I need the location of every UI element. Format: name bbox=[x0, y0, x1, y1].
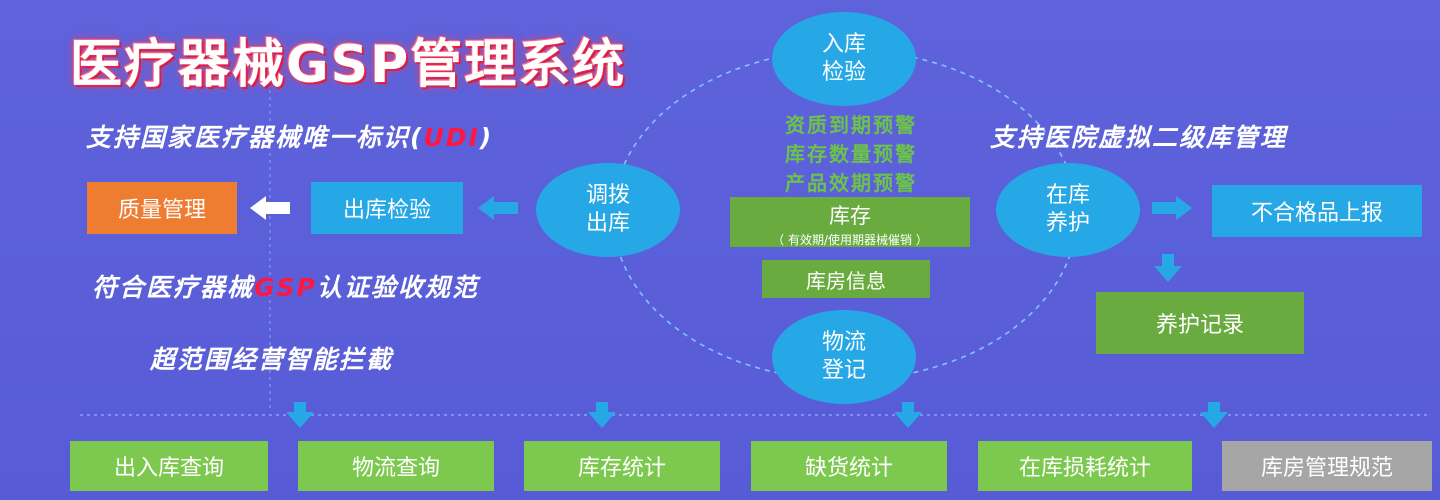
arrow-left-icon bbox=[478, 196, 518, 220]
slogan-intercept: 超范围经营智能拦截 bbox=[150, 345, 394, 374]
bottom-warehouse-standard: 库房管理规范 bbox=[1222, 441, 1432, 491]
warning-expiry: 产品效期预警 bbox=[785, 171, 917, 195]
warning-stock-quantity: 库存数量预警 bbox=[785, 142, 917, 166]
slogan-udi: 支持国家医疗器械唯一标识(UDI) bbox=[86, 118, 493, 154]
maintain-label-2: 养护 bbox=[1045, 211, 1090, 236]
transfer-label-2: 出库 bbox=[585, 211, 630, 236]
arrow-down-icon bbox=[1200, 402, 1228, 428]
transfer-label-1: 调拨 bbox=[585, 183, 630, 208]
slogan-udi-suffix: ) bbox=[479, 123, 494, 152]
stock-label: 库存 bbox=[829, 204, 871, 228]
bottom-stock-stats: 库存统计 bbox=[524, 441, 720, 491]
bottom-inout-query: 出入库查询 bbox=[70, 441, 268, 491]
stock-note: （ 有效期/使用期器械催销 ） bbox=[772, 233, 928, 247]
inbound-label-2: 检验 bbox=[821, 60, 866, 85]
arrow-down-icon bbox=[286, 402, 314, 428]
quality-management-box: 质量管理 bbox=[87, 182, 237, 234]
logistics-circle: 物流 登记 bbox=[772, 310, 916, 404]
nonconforming-report-box: 不合格品上报 bbox=[1212, 185, 1422, 237]
warehouse-info-box: 库房信息 bbox=[762, 260, 930, 298]
arrow-down-icon bbox=[588, 402, 616, 428]
inbound-label-1: 入库 bbox=[821, 32, 866, 57]
logistics-label-1: 物流 bbox=[821, 330, 866, 355]
logistics-label-2: 登记 bbox=[821, 358, 866, 383]
stock-box: 库存 （ 有效期/使用期器械催销 ） bbox=[730, 197, 970, 247]
inbound-circle: 入库 检验 bbox=[772, 12, 916, 106]
bottom-shortage-stats: 缺货统计 bbox=[751, 441, 947, 491]
slogan-gsp-prefix: 符合医疗器械 bbox=[92, 273, 255, 302]
maintain-label-1: 在库 bbox=[1045, 183, 1090, 208]
warning-qualification: 资质到期预警 bbox=[785, 113, 917, 137]
transfer-circle: 调拨 出库 bbox=[536, 163, 680, 257]
slogan-gsp-highlight: GSP bbox=[254, 273, 317, 302]
arrow-left-icon bbox=[250, 196, 290, 220]
maintenance-record-box: 养护记录 bbox=[1096, 292, 1304, 354]
slogan-gsp-suffix: 认证验收规范 bbox=[316, 273, 479, 302]
outbound-check-box: 出库检验 bbox=[311, 182, 463, 234]
arrow-down-icon bbox=[1154, 254, 1182, 282]
slogan-hospital: 支持医院虚拟二级库管理 bbox=[990, 123, 1288, 152]
slogan-udi-prefix: 支持国家医疗器械唯一标识( bbox=[86, 123, 424, 152]
bottom-loss-stats: 在库损耗统计 bbox=[978, 441, 1192, 491]
slogan-udi-highlight: UDI bbox=[423, 123, 480, 152]
slogan-gsp: 符合医疗器械GSP认证验收规范 bbox=[92, 268, 479, 304]
arrow-right-icon bbox=[1152, 196, 1192, 220]
arrow-down-icon bbox=[894, 402, 922, 428]
page-title: 医疗器械GSP管理系统 bbox=[70, 35, 627, 95]
maintain-circle: 在库 养护 bbox=[996, 163, 1140, 257]
bottom-logistics-query: 物流查询 bbox=[298, 441, 494, 491]
